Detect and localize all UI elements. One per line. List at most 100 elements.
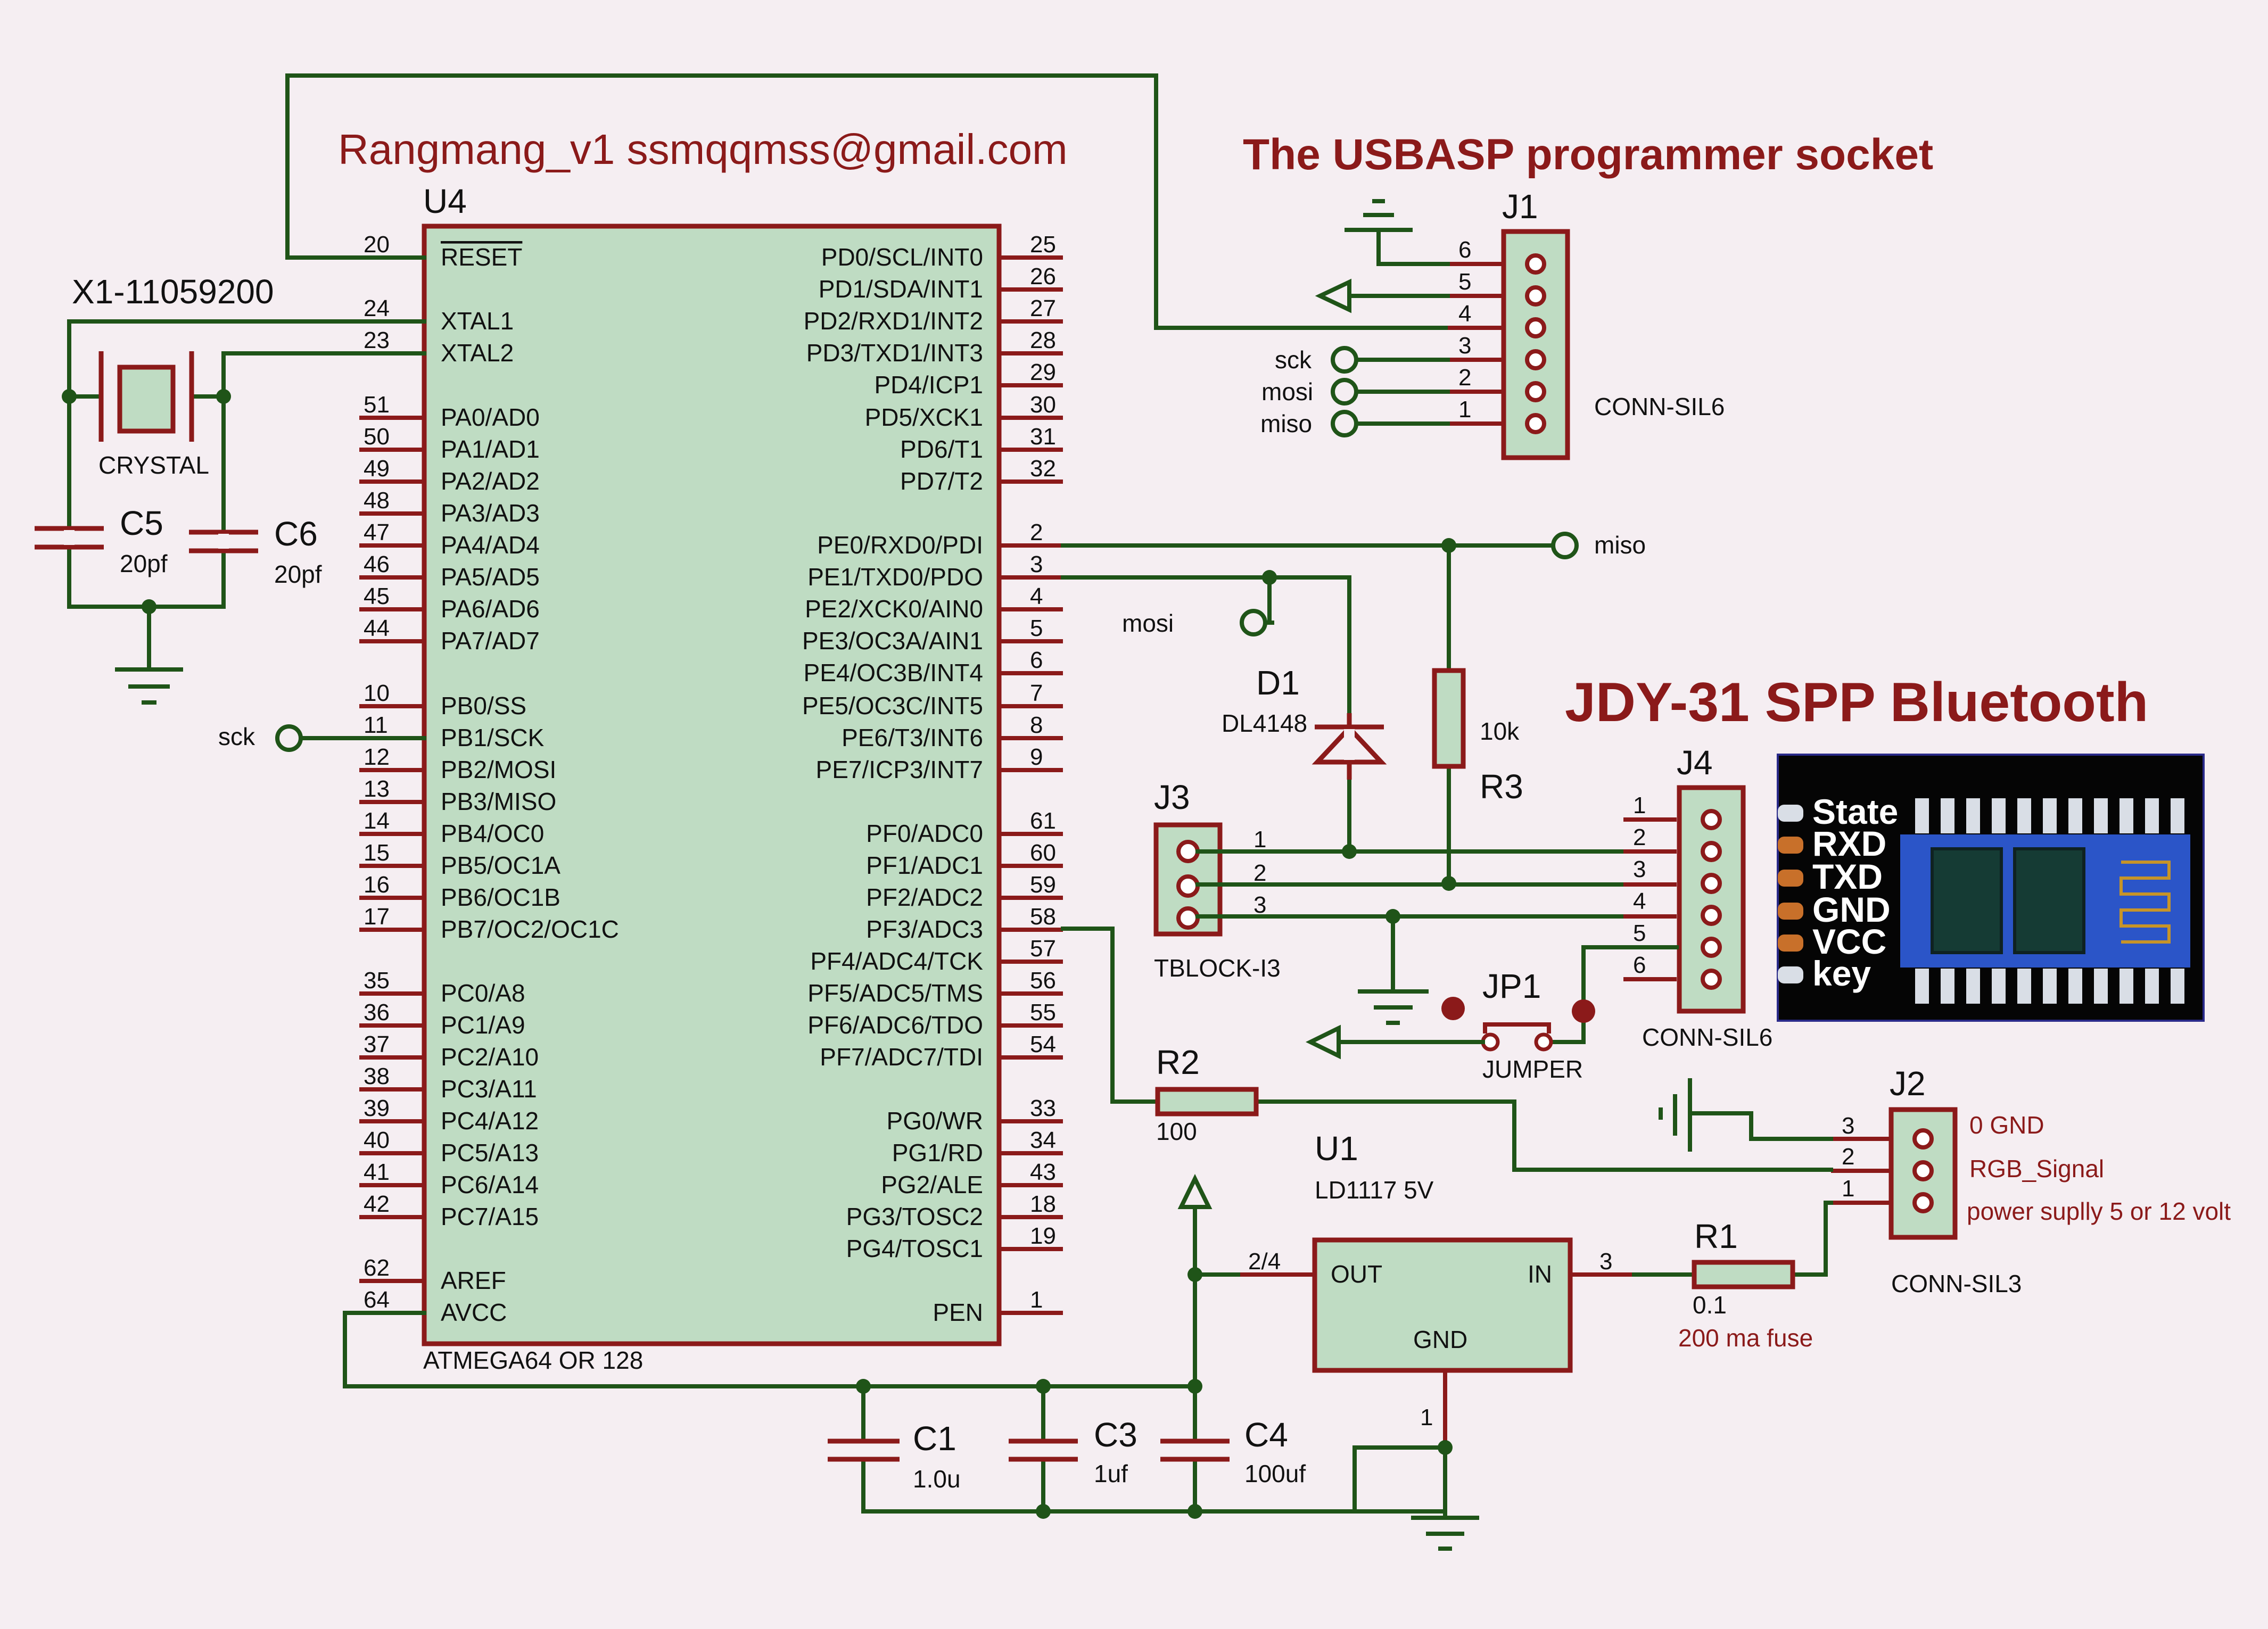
u4-pin-number: 3 <box>1030 551 1043 577</box>
u4-pin-name: PB3/MISO <box>441 788 556 815</box>
u1-pin-out: 2/4 <box>1248 1248 1281 1275</box>
miso-net-label: miso <box>1594 531 1646 559</box>
u4-pin-name: PE3/OC3A/AIN1 <box>802 627 983 655</box>
u4-pin-name: PC1/A9 <box>441 1011 525 1039</box>
j2-note-gnd: 0 GND <box>1969 1111 2044 1139</box>
u4-pin-name: PE7/ICP3/INT7 <box>816 756 983 783</box>
u4-pin-name: PD3/TXD1/INT3 <box>806 339 983 367</box>
u4-pin-name: PC3/A11 <box>441 1075 537 1103</box>
u4-pin-name: PD5/XCK1 <box>865 403 983 431</box>
bt-module-pad <box>1992 969 2006 1004</box>
u4-pin-number: 50 <box>364 424 390 450</box>
u4-pin-number: 59 <box>1030 872 1056 898</box>
r3-ref: R3 <box>1480 767 1523 806</box>
u4-pin-name: PC2/A10 <box>441 1043 539 1071</box>
u4-pin-number: 1 <box>1030 1287 1043 1313</box>
u4-pin-number: 40 <box>364 1127 390 1153</box>
u4-pin-number: 2 <box>1030 519 1043 545</box>
u4-pin-name: PD0/SCL/INT0 <box>821 243 983 271</box>
u4-pin-name: PC5/A13 <box>441 1139 539 1167</box>
bt-module-pad <box>2068 969 2082 1004</box>
crystal-part: CRYSTAL <box>98 451 209 479</box>
j2-note-rgb: RGB_Signal <box>1969 1155 2104 1183</box>
bt-module-pad <box>2145 798 2159 833</box>
j4-ref: J4 <box>1677 743 1713 782</box>
u4-pin-name: PC7/A15 <box>441 1203 539 1230</box>
r3-value: 10k <box>1480 717 1520 745</box>
u4-pin-name: PF5/ADC5/TMS <box>807 979 983 1007</box>
u4-pin-number: 44 <box>364 615 390 641</box>
j4-pin-number: 3 <box>1633 856 1646 882</box>
u4-pin-name: RESET <box>441 243 522 271</box>
c5-ref: C5 <box>120 504 163 542</box>
u4-pin-name: PA7/AD7 <box>441 627 540 655</box>
u4-pin-name: PE2/XCK0/AIN0 <box>805 595 983 623</box>
u4-pin-number: 48 <box>364 487 390 514</box>
u4-pin-number: 20 <box>364 231 390 258</box>
u4-pin-number: 62 <box>364 1255 390 1281</box>
j4-pin-socket <box>1701 905 1722 926</box>
u4-pin-name: XTAL2 <box>441 339 514 367</box>
u4-pin-number: 33 <box>1030 1095 1056 1121</box>
mosi-terminal-icon <box>1240 609 1267 636</box>
u4-pin-number: 34 <box>1030 1127 1056 1153</box>
capacitor-c4: C4 100uf <box>1160 1416 1306 1487</box>
power-arrow-icon <box>1305 1024 1341 1060</box>
u4-pin-name: PF2/ADC2 <box>866 883 983 911</box>
j1-pin-socket <box>1525 253 1546 275</box>
c4-ref: C4 <box>1244 1416 1288 1454</box>
bt-header-pin <box>1778 903 1803 920</box>
j4-pin-number: 4 <box>1633 888 1646 914</box>
bt-module-pad <box>2094 969 2108 1004</box>
j1-miso-label: miso <box>1260 410 1312 437</box>
u1-ref: U1 <box>1315 1129 1358 1168</box>
u4-pin-name: PA5/AD5 <box>441 563 540 591</box>
u4-pin-name: PF0/ADC0 <box>866 820 983 847</box>
ground-icon <box>115 667 183 705</box>
u4-pin-name: PE1/TXD0/PDO <box>807 563 983 591</box>
u4-pin-name: PF7/ADC7/TDI <box>820 1043 983 1071</box>
bt-module-pad <box>2017 969 2031 1004</box>
j1-mosi-label: mosi <box>1261 378 1313 406</box>
ground-icon <box>1358 989 1429 1025</box>
j3-j4-wires <box>1195 849 1626 919</box>
u4-pin-name: PEN <box>933 1299 983 1326</box>
u4-pin-name: PB4/OC0 <box>441 820 544 847</box>
u4-pin-number: 43 <box>1030 1159 1056 1185</box>
bt-module-pad <box>2043 798 2057 833</box>
u4-pin-number: 9 <box>1030 744 1043 770</box>
u4-pin-name: XTAL1 <box>441 307 514 335</box>
u4-pin-name: PC4/A12 <box>441 1107 539 1135</box>
u4-pin-number: 56 <box>1030 968 1056 994</box>
u4-pin-number: 27 <box>1030 295 1056 321</box>
r1-note: 200 ma fuse <box>1678 1324 1813 1352</box>
u4-pin-name: PA4/AD4 <box>441 531 540 559</box>
miso-terminal-icon <box>1551 532 1579 559</box>
u4-pin-number: 36 <box>364 999 390 1026</box>
u4-pin-name: PD2/RXD1/INT2 <box>804 307 983 335</box>
capacitor-c6: C6 20pf <box>189 515 322 588</box>
ground-icon <box>1411 1516 1479 1551</box>
bt-pin-label: VCC <box>1812 922 1886 961</box>
c1-ref: C1 <box>913 1419 956 1458</box>
u4-ref: U4 <box>423 182 467 220</box>
bt-module-pad <box>2119 798 2133 833</box>
u4-pin-number: 51 <box>364 392 390 418</box>
bt-module-pad <box>1992 798 2006 833</box>
j1-miso-terminal-icon <box>1331 410 1358 437</box>
u1-pin-gnd: 1 <box>1420 1404 1433 1430</box>
bt-module-pad <box>1915 798 1929 833</box>
c3-value: 1uf <box>1094 1460 1128 1487</box>
u4-pin-name: AVCC <box>441 1299 507 1326</box>
j2-part: CONN-SIL3 <box>1891 1270 2022 1297</box>
r1-ref: R1 <box>1694 1217 1738 1255</box>
u4-pin-name: PD7/T2 <box>900 467 983 495</box>
capacitor-c5: C5 20pf <box>35 504 168 577</box>
u4-pin-number: 32 <box>1030 456 1056 482</box>
bluetooth-title: JDY-31 SPP Bluetooth <box>1565 672 2148 733</box>
u4-pin-number: 31 <box>1030 424 1056 450</box>
capacitor-c3: C3 1uf <box>1009 1416 1137 1487</box>
terminal-block-j3: J3 TBLOCK-I3 1 2 3 <box>1153 778 1281 982</box>
